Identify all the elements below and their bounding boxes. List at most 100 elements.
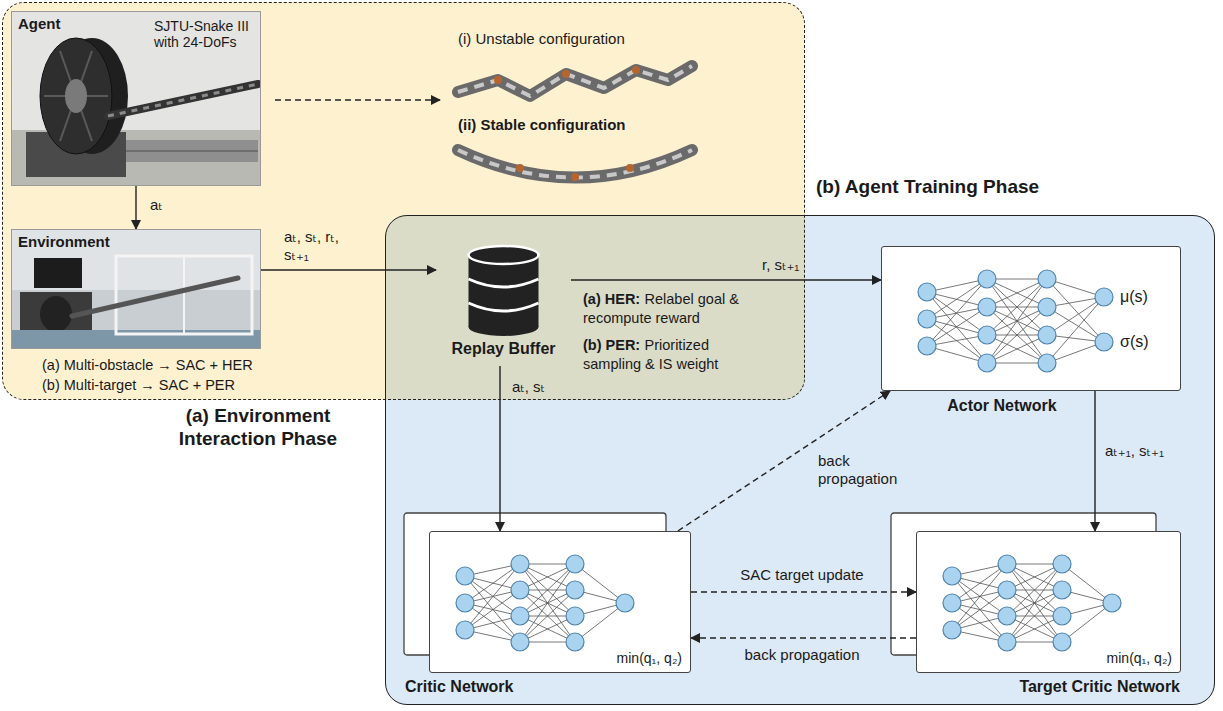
illustration-part xyxy=(927,292,987,363)
illustration-part xyxy=(1053,581,1071,599)
network-heading: Target Critic Network xyxy=(1019,677,1180,696)
illustration-part xyxy=(998,555,1016,573)
illustration-part xyxy=(511,581,529,599)
agent-label: Agent xyxy=(18,15,61,33)
illustration-part xyxy=(1053,555,1071,573)
illustration-part xyxy=(978,326,996,344)
illustration-part xyxy=(943,567,961,585)
illustration-part xyxy=(40,296,72,332)
illustration-part xyxy=(943,621,961,639)
illustration-part xyxy=(998,633,1016,651)
illustration-part xyxy=(952,590,1007,630)
illustration-part xyxy=(566,555,584,573)
illustration-part xyxy=(952,603,1007,642)
illustration-part xyxy=(1038,298,1056,316)
illustration-part xyxy=(1103,594,1121,612)
illustration-part xyxy=(469,318,539,336)
illustration-part xyxy=(1007,564,1062,642)
illustration-part xyxy=(998,581,1016,599)
edge-label: SAC target update xyxy=(740,566,863,584)
illustration-part xyxy=(183,256,185,334)
illustration-part xyxy=(626,164,634,172)
illustration-part xyxy=(458,66,692,96)
illustration-part xyxy=(116,256,252,334)
illustration-part xyxy=(927,307,987,346)
illustration-part xyxy=(1053,633,1071,651)
illustration-part xyxy=(520,564,575,642)
illustration-part xyxy=(40,38,112,154)
illustration-part xyxy=(987,279,1047,307)
illustration-part xyxy=(465,590,520,630)
illustration-part xyxy=(12,130,261,186)
illustration-part xyxy=(511,607,529,625)
illustration-part xyxy=(494,76,502,84)
illustration-part xyxy=(927,292,987,335)
unstable-snake xyxy=(458,66,692,96)
illustration-part xyxy=(456,594,474,612)
network-heading: Critic Network xyxy=(405,677,513,696)
method-key: (a) HER: xyxy=(583,291,640,307)
illustration-part xyxy=(456,621,474,639)
connector-arrow xyxy=(135,186,136,229)
illustration-part xyxy=(511,633,529,651)
illustration-part xyxy=(943,555,1121,651)
illustration-part xyxy=(12,12,261,186)
illustration-part xyxy=(987,279,1047,363)
dashed-connector xyxy=(678,391,890,531)
illustration-part xyxy=(987,279,1047,363)
config-label: (i) Unstable configuration xyxy=(458,30,625,49)
illustration-part xyxy=(469,246,539,264)
illustration-part xyxy=(918,310,936,328)
setting-note: (a) Multi-obstacle → SAC + HER xyxy=(42,356,253,374)
edge-label: aₜ xyxy=(150,196,163,214)
illustration-part xyxy=(456,567,474,585)
phase-heading: (a) Environment Interaction Phase xyxy=(153,405,363,451)
illustration-part xyxy=(978,270,996,288)
illustration-part xyxy=(458,66,692,96)
illustration-part xyxy=(108,84,258,116)
connector-arrow xyxy=(499,366,500,531)
min-label: min(q₁, q₂) xyxy=(617,650,682,667)
illustration-part xyxy=(616,594,634,612)
dashed-connector xyxy=(691,591,916,592)
method-key: (b) PER: xyxy=(583,337,640,353)
min-label: min(q₁, q₂) xyxy=(1107,650,1172,667)
replay-buffer: Replay Buffer xyxy=(436,241,571,366)
connector-arrow xyxy=(571,279,881,280)
illustration-part xyxy=(998,607,1016,625)
illustration-part xyxy=(566,607,584,625)
output-label: σ(s) xyxy=(1120,332,1149,351)
illustration-part xyxy=(385,215,1215,705)
illustration-part xyxy=(918,337,936,355)
illustration-part xyxy=(469,279,539,287)
dashed-arrow xyxy=(275,99,440,100)
illustration-part xyxy=(987,279,1047,307)
output-label: μ(s) xyxy=(1120,287,1148,306)
network-box: min(q₁, q₂)Target Critic Network xyxy=(916,531,1181,673)
illustration-part xyxy=(1095,333,1113,351)
illustration-part xyxy=(566,633,584,651)
edge-label: r, sₜ₊₁ xyxy=(762,256,799,274)
illustration-part xyxy=(1007,564,1062,642)
illustration-part xyxy=(1038,354,1056,372)
phase-region: (b) Agent Training PhaseReplay Bufferμ(s… xyxy=(385,215,1215,705)
illustration-part xyxy=(108,84,258,116)
illustration-part xyxy=(632,66,640,74)
agent-photo: Agent SJTU-Snake III with 24-DoFs xyxy=(11,11,261,186)
buffer-label: Replay Buffer xyxy=(436,339,571,358)
illustration-part xyxy=(987,335,1047,363)
illustration-part xyxy=(571,173,579,181)
illustration-part xyxy=(72,278,238,316)
illustration-part xyxy=(978,354,996,372)
illustration-part xyxy=(978,298,996,316)
illustration-part xyxy=(927,319,987,363)
method-paragraph: (a) HER:Relabel goal & recompute reward xyxy=(583,290,763,328)
robot-caption: SJTU-Snake III with 24-DoFs xyxy=(154,18,258,50)
illustration-part xyxy=(1038,270,1056,288)
illustration-part xyxy=(12,230,261,349)
illustration-part xyxy=(918,270,1113,372)
edge-label: aₜ, sₜ, rₜ, sₜ₊₁ xyxy=(284,228,346,264)
illustration-part xyxy=(465,603,520,642)
